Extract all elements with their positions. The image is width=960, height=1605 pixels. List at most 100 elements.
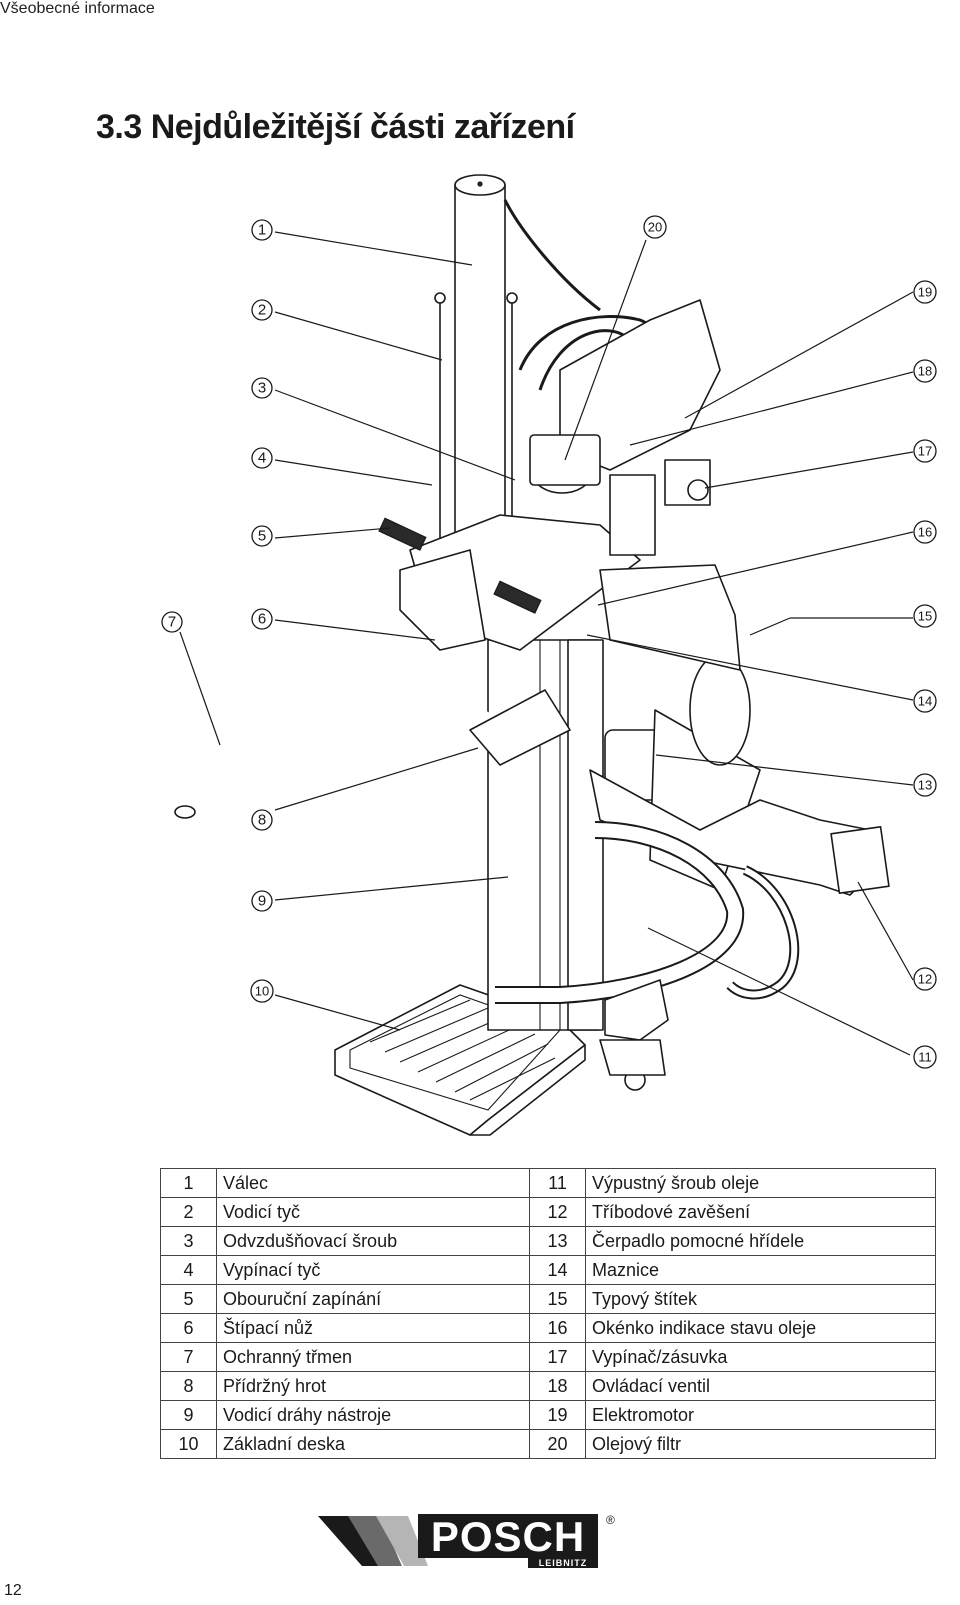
part-number: 14 (529, 1255, 586, 1285)
callout-10: 10 (250, 979, 274, 1003)
part-label: Čerpadlo pomocné hřídele (585, 1226, 936, 1256)
part-label: Typový štítek (585, 1284, 936, 1314)
protective-bow-drawing (174, 672, 493, 819)
callout-2: 2 (251, 299, 273, 321)
svg-text:12: 12 (918, 972, 932, 987)
part-number: 6 (160, 1313, 217, 1343)
splitter-head-drawing (378, 434, 711, 651)
part-number: 11 (529, 1168, 586, 1198)
part-label: Obouruční zapínání (216, 1284, 530, 1314)
part-label: Elektromotor (585, 1400, 936, 1430)
callout-16: 16 (913, 520, 937, 544)
part-number: 17 (529, 1342, 586, 1372)
part-label: Výpustný šroub oleje (585, 1168, 936, 1198)
part-label: Odvzdušňovací šroub (216, 1226, 530, 1256)
part-number: 2 (160, 1197, 217, 1227)
callout-5: 5 (251, 525, 273, 547)
svg-text:15: 15 (918, 609, 932, 624)
callout-20: 20 (643, 215, 667, 239)
callout-9: 9 (251, 890, 273, 912)
cylinder-drawing (454, 174, 506, 566)
svg-text:11: 11 (918, 1050, 932, 1065)
part-number: 9 (160, 1400, 217, 1430)
part-number: 8 (160, 1371, 217, 1401)
part-label: Okénko indikace stavu oleje (585, 1313, 936, 1343)
page-number: 12 (4, 1582, 22, 1599)
logo-registered-mark: ® (606, 1513, 615, 1527)
holding-spike-drawing (469, 689, 571, 766)
svg-text:7: 7 (168, 614, 176, 631)
svg-text:16: 16 (918, 525, 932, 540)
page-title: 3.3 Nejdůležitější části zařízení (96, 108, 575, 146)
part-number: 19 (529, 1400, 586, 1430)
logo-sub: LEIBNITZ (539, 1558, 588, 1568)
posch-logo: POSCH LEIBNITZ ® (318, 1513, 615, 1568)
part-number: 18 (529, 1371, 586, 1401)
svg-text:19: 19 (918, 285, 932, 300)
svg-text:4: 4 (258, 450, 266, 467)
callout-11: 11 (913, 1045, 937, 1069)
part-label: Tříbodové zavěšení (585, 1197, 936, 1227)
callout-12: 12 (913, 967, 937, 991)
svg-text:20: 20 (648, 220, 662, 235)
callout-17: 17 (913, 439, 937, 463)
callout-14: 14 (913, 689, 937, 713)
part-number: 12 (529, 1197, 586, 1227)
logo-brand: POSCH (431, 1513, 585, 1560)
part-label: Štípací nůž (216, 1313, 530, 1343)
svg-text:10: 10 (255, 984, 269, 999)
callout-6: 6 (251, 608, 273, 630)
part-number: 1 (160, 1168, 217, 1198)
part-number: 16 (529, 1313, 586, 1343)
motor-drawing (559, 299, 721, 471)
part-label: Maznice (585, 1255, 936, 1285)
part-label: Vypínací tyč (216, 1255, 530, 1285)
callout-4: 4 (251, 447, 273, 469)
part-number: 7 (160, 1342, 217, 1372)
callout-7: 7 (161, 611, 183, 633)
part-number: 5 (160, 1284, 217, 1314)
part-number: 4 (160, 1255, 217, 1285)
hitch-drawing (589, 564, 890, 896)
part-label: Válec (216, 1168, 530, 1198)
part-number: 3 (160, 1226, 217, 1256)
part-label: Přídržný hrot (216, 1371, 530, 1401)
callout-15: 15 (913, 604, 937, 628)
svg-text:6: 6 (258, 611, 266, 628)
part-label: Základní deska (216, 1429, 530, 1459)
front-guard-drawing (495, 821, 800, 1004)
part-number: 20 (529, 1429, 586, 1459)
callout-3: 3 (251, 377, 273, 399)
part-number: 13 (529, 1226, 586, 1256)
section-header: Všeobecné informace (0, 0, 155, 17)
callout-18: 18 (913, 359, 937, 383)
part-label: Olejový filtr (585, 1429, 936, 1459)
callout-8: 8 (251, 809, 273, 831)
leader-lines (179, 231, 914, 1056)
svg-text:3: 3 (258, 380, 266, 397)
callout-1: 1 (251, 219, 273, 241)
machine-drawing: 1 2 3 4 5 6 7 8 9 10 11 12 13 14 15 16 1… (161, 174, 937, 1136)
svg-text:9: 9 (258, 893, 266, 910)
svg-text:14: 14 (918, 694, 932, 709)
callout-13: 13 (913, 773, 937, 797)
callouts: 1 2 3 4 5 6 7 8 9 10 11 12 13 14 15 16 1… (161, 215, 937, 1069)
part-label: Vypínač/zásuvka (585, 1342, 936, 1372)
part-number: 10 (160, 1429, 217, 1459)
svg-text:18: 18 (918, 364, 932, 379)
svg-text:5: 5 (258, 528, 266, 545)
part-label: Vodicí tyč (216, 1197, 530, 1227)
part-label: Ochranný třmen (216, 1342, 530, 1372)
drain-bracket-drawing (599, 979, 669, 1091)
svg-text:17: 17 (918, 444, 932, 459)
callout-19: 19 (913, 280, 937, 304)
